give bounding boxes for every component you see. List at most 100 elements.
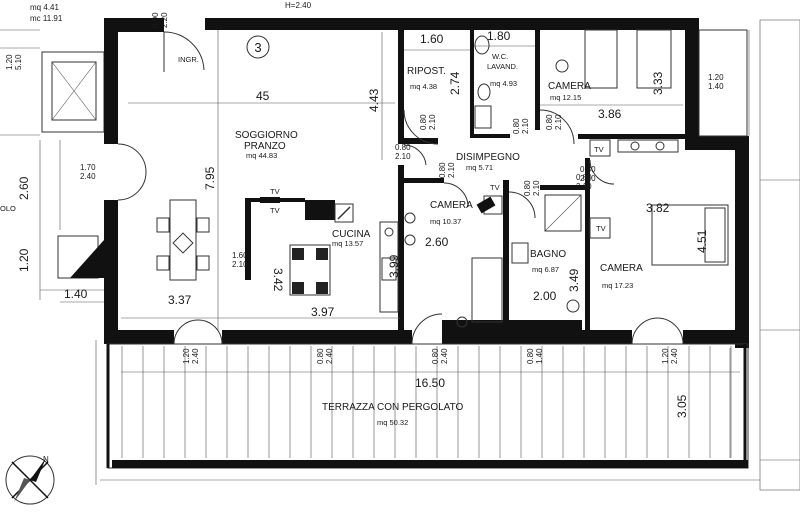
soggiorno-area: mq 44.83 <box>246 151 277 160</box>
terrace-pergola <box>95 340 760 485</box>
opening-size-o4-0: 1.60 <box>232 251 248 260</box>
opening-size-o9-1: 2.10 <box>554 114 563 130</box>
soggiorno-label-1: SOGGIORNO <box>235 130 298 141</box>
opening-size-o14-1: 2.40 <box>325 348 334 364</box>
opening-size-o6-0: 0.80 <box>395 143 411 152</box>
opening-size-o4-1: 2.10 <box>232 260 248 269</box>
compass-rose-icon <box>5 455 55 505</box>
kitchen-table <box>289 221 399 313</box>
dim-305: 3.05 <box>675 394 689 418</box>
disimpegno-area: mq 5.71 <box>466 163 493 172</box>
opening-size-o16-0: 0.80 <box>526 348 535 364</box>
opening-size-o5-1: 2.10 <box>428 114 437 130</box>
terrazza-area: mq 50.32 <box>377 418 408 427</box>
opening-size-o8-0: 0.80 <box>512 118 521 134</box>
dim-397: 3.97 <box>311 305 335 319</box>
tv-label-3: TV <box>490 183 500 192</box>
opening-size-o17-1: 2.40 <box>670 348 679 364</box>
cucina-label: CUCINA <box>332 229 371 240</box>
fixtures <box>404 35 580 328</box>
dim-337: 3.37 <box>168 293 192 307</box>
opening-size-o2-0: 1.20 <box>5 54 14 70</box>
bagno-area: mq 6.87 <box>532 265 559 274</box>
dim-1650: 16.50 <box>415 376 445 390</box>
dim-260-left: 2.60 <box>17 176 31 200</box>
interior-walls <box>245 30 688 330</box>
dim-333: 3.33 <box>651 71 665 95</box>
camera-mid-label: CAMERA <box>430 200 473 211</box>
top-height-note: H=2.40 <box>285 1 312 10</box>
ingresso-label: INGR. <box>178 55 199 64</box>
opening-size-o12-1: 1.40 <box>708 82 724 91</box>
opening-size-o17-0: 1.20 <box>661 348 670 364</box>
top-left-note-1: mq 4.41 <box>30 3 59 12</box>
opening-size-o11-1: 2.10 <box>580 174 596 183</box>
opening-size-o1-0: 0.90 <box>151 12 160 28</box>
unit-number: 3 <box>254 40 261 55</box>
camera-right-area: mq 17.23 <box>602 281 633 290</box>
opening-size-o18-1: 2.10 <box>576 182 592 191</box>
dim-274: 2.74 <box>448 71 462 95</box>
dimension-lines <box>60 30 740 458</box>
dim-180: 1.80 <box>487 29 511 43</box>
unit-number-circle <box>246 35 270 59</box>
opening-size-o12-0: 1.20 <box>708 73 724 82</box>
left-annex <box>0 29 105 300</box>
cucina-area: mq 13.57 <box>332 239 363 248</box>
opening-size-o7-1: 2.10 <box>447 162 456 178</box>
dim-386: 3.86 <box>598 107 622 121</box>
compass-north-letter: N <box>43 455 49 464</box>
opening-size-o11-0: 0.80 <box>580 165 596 174</box>
doors <box>117 31 684 345</box>
wc-label-2: LAVAND. <box>487 62 518 71</box>
camera-top-area: mq 12.15 <box>550 93 581 102</box>
opening-size-o3-1: 2.40 <box>80 172 96 181</box>
bagno-label: BAGNO <box>530 249 566 260</box>
opening-size-o10-1: 2.10 <box>532 180 541 196</box>
dining-table <box>156 199 210 281</box>
dim-451: 4.51 <box>695 229 709 253</box>
dim-200: 2.00 <box>533 289 557 303</box>
opening-size-o13-0: 1.20 <box>182 348 191 364</box>
opening-size-o5-0: 0.80 <box>419 114 428 130</box>
opening-size-o15-1: 2.40 <box>440 348 449 364</box>
opening-size-o15-0: 0.80 <box>431 348 440 364</box>
dim-140-left: 1.40 <box>64 287 88 301</box>
opening-size-o10-0: 0.80 <box>523 180 532 196</box>
tv-label-2: TV <box>270 206 280 215</box>
dim-382: 3.82 <box>646 201 670 215</box>
dim-443: 4.43 <box>367 88 381 112</box>
dim-olo: OLO <box>0 204 16 213</box>
labels: mq 4.41 mc 11.91 H=2.40 3 INGR. SOGGIORN… <box>0 1 724 464</box>
right-balcony <box>698 19 800 491</box>
wc-label-1: W.C. <box>492 52 508 61</box>
outer-walls <box>104 18 749 348</box>
dim-795: 7.95 <box>203 166 217 190</box>
tv-units <box>260 139 679 239</box>
opening-size-o6-1: 2.10 <box>395 152 411 161</box>
ripostiglio-label: RIPOST. <box>407 66 446 77</box>
dim-260-mid: 2.60 <box>425 235 449 249</box>
ripostiglio-area: mq 4.38 <box>410 82 437 91</box>
camera-mid-area: mq 10.37 <box>430 217 461 226</box>
camera-right-label: CAMERA <box>600 263 643 274</box>
wc-area: mq 4.93 <box>490 79 517 88</box>
opening-size-o13-1: 2.40 <box>191 348 200 364</box>
dim-399: 3.99 <box>387 254 401 278</box>
soggiorno-label-2: PRANZO <box>244 141 286 152</box>
dim-349: 3.49 <box>567 268 581 292</box>
top-left-note-2: mc 11.91 <box>30 14 63 23</box>
dim-342: 3.42 <box>271 268 285 292</box>
disimpegno-label: DISIMPEGNO <box>456 152 520 163</box>
dim-45: 45 <box>256 89 270 103</box>
tv-label-5: TV <box>596 224 606 233</box>
tv-label-4: TV <box>594 145 604 154</box>
opening-size-o14-0: 0.80 <box>316 348 325 364</box>
dim-120-left: 1.20 <box>17 248 31 272</box>
opening-size-o16-1: 1.40 <box>535 348 544 364</box>
camera-top-label: CAMERA <box>548 81 591 92</box>
opening-size-o8-1: 2.10 <box>521 118 530 134</box>
tv-label-1: TV <box>270 187 280 196</box>
